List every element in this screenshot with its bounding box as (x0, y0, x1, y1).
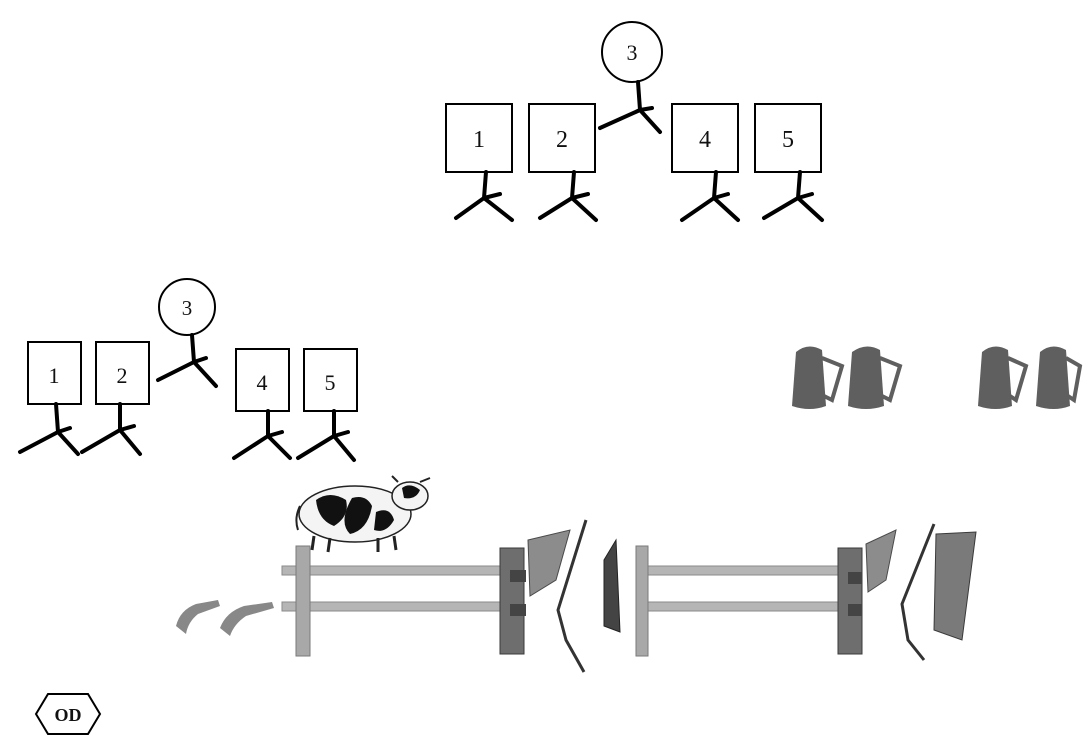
top-player-label: 4 (699, 127, 711, 153)
cup-icon (848, 346, 903, 409)
top-player-label: 1 (473, 127, 485, 153)
shoe-icon (220, 602, 274, 636)
top-player-label: 5 (782, 127, 794, 153)
cup-icon (792, 346, 845, 409)
cow-icon (295, 475, 431, 553)
top-circle-player: 3 (598, 21, 663, 134)
bottom-formation: 3 1 2 4 5 (18, 278, 358, 462)
bottom-player-label: 1 (49, 363, 60, 388)
shoes-group (176, 600, 274, 636)
bottom-player-5: 5 (296, 348, 358, 462)
bottom-circle-label: 3 (182, 296, 193, 320)
top-player-5: 5 (754, 103, 824, 222)
bottom-player-label: 2 (117, 363, 128, 388)
bottom-player-label: 4 (257, 370, 268, 395)
bottom-player-4: 4 (232, 348, 292, 460)
bottom-player-label: 5 (325, 370, 336, 395)
od-badge-label: OD (55, 705, 82, 725)
bottom-player-1: 1 (18, 341, 82, 456)
cup-icon (1036, 346, 1083, 409)
fence (281, 519, 977, 673)
top-player-1: 1 (445, 103, 514, 222)
bottom-circle-player: 3 (156, 278, 218, 388)
top-formation: 3 1 2 4 5 (445, 21, 824, 222)
top-player-2: 2 (528, 103, 598, 222)
top-circle-label: 3 (627, 40, 638, 65)
cups-group (792, 346, 1083, 409)
od-badge: OD (34, 693, 102, 735)
top-player-4: 4 (671, 103, 740, 222)
top-player-label: 2 (556, 127, 568, 153)
cup-icon (978, 346, 1029, 409)
bottom-player-2: 2 (80, 341, 150, 456)
shoe-icon (176, 600, 220, 634)
